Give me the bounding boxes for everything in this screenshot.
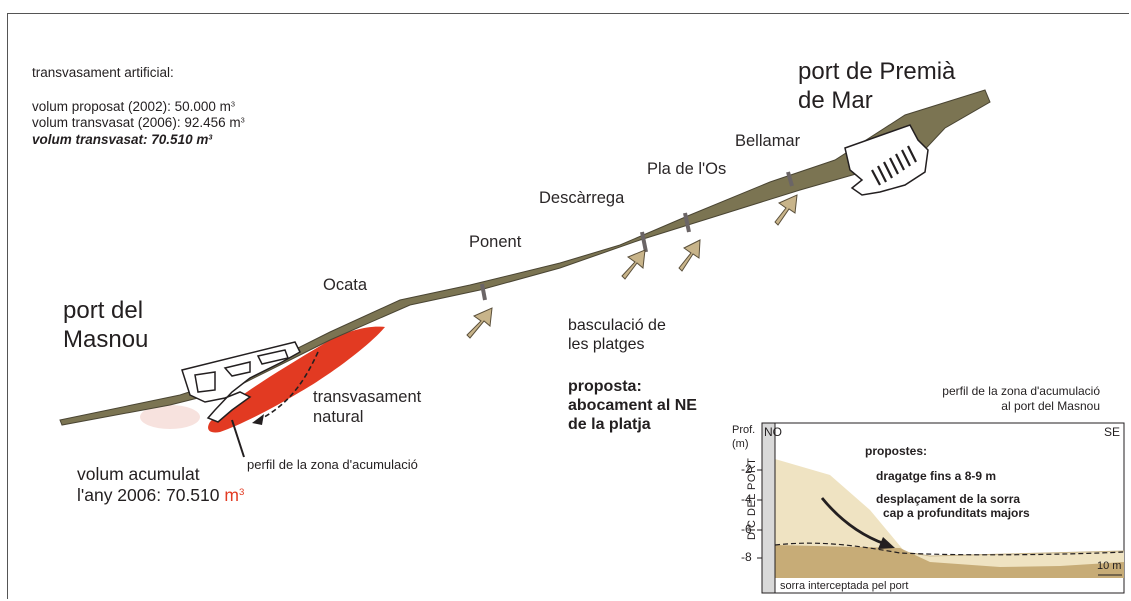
arrow-bellamar: [774, 194, 798, 226]
masnou-port: [181, 341, 301, 423]
beach-ocata: Ocata: [323, 276, 368, 294]
groyne-descarrega: [640, 231, 648, 253]
beach-ponent: Ponent: [469, 233, 522, 251]
transfer-heading: transvasament artificial:: [32, 65, 174, 80]
sand-move-arrow: [820, 497, 886, 546]
intercepted-sand: [775, 545, 1124, 578]
figure-frame: [7, 13, 1129, 599]
natural-transfer-arrow: [254, 351, 319, 423]
scale-label: 10 m: [1097, 560, 1122, 572]
depth-tick-8: -8: [741, 550, 752, 564]
arrow-pla-de-los: [678, 239, 701, 272]
proposals-heading: propostes:: [865, 444, 928, 458]
inset-caption: sorra interceptada pel port: [780, 580, 909, 592]
profile-line: [231, 419, 245, 458]
direction-no: NO: [764, 425, 782, 439]
volume-transferred-final: volum transvasat: 70.510 m3: [32, 132, 213, 147]
depth-tick-6: -6: [741, 522, 752, 536]
premia-port: [844, 124, 929, 196]
original-profile: [774, 542, 1125, 556]
accumulation-zone: [208, 326, 385, 433]
groyne-bellamar: [786, 171, 794, 187]
proposal-dredging: dragatge fins a 8-9 m: [876, 469, 997, 483]
depth-axis-label: Prof.(m): [732, 424, 756, 450]
beach-bellamar: Bellamar: [735, 132, 801, 150]
arrow-descarrega: [621, 249, 646, 280]
groyne-pla-de-los: [683, 212, 691, 233]
inset-profile: [757, 422, 1125, 594]
groyne-ponent: [480, 283, 487, 301]
arrow-ponent: [466, 307, 493, 339]
groynes: [480, 171, 794, 301]
depth-tick-4: -4: [741, 492, 752, 506]
coastline-strip: [59, 89, 991, 426]
volume-transferred: volum transvasat (2006): 92.456 m3: [32, 115, 245, 130]
volume-proposed: volum proposat (2002): 50.000 m3: [32, 99, 235, 114]
profile-zone-label: perfil de la zona d'acumulació: [247, 457, 418, 472]
beach-pla-de-los: Pla de l'Os: [647, 160, 727, 178]
depth-tick-2: -2: [741, 462, 752, 476]
beach-descarrega: Descàrrega: [539, 189, 625, 207]
tilt-arrows: [466, 194, 798, 339]
faded-sand-patch: [140, 405, 200, 429]
direction-se: SE: [1104, 425, 1121, 439]
port-wall: [761, 422, 776, 594]
